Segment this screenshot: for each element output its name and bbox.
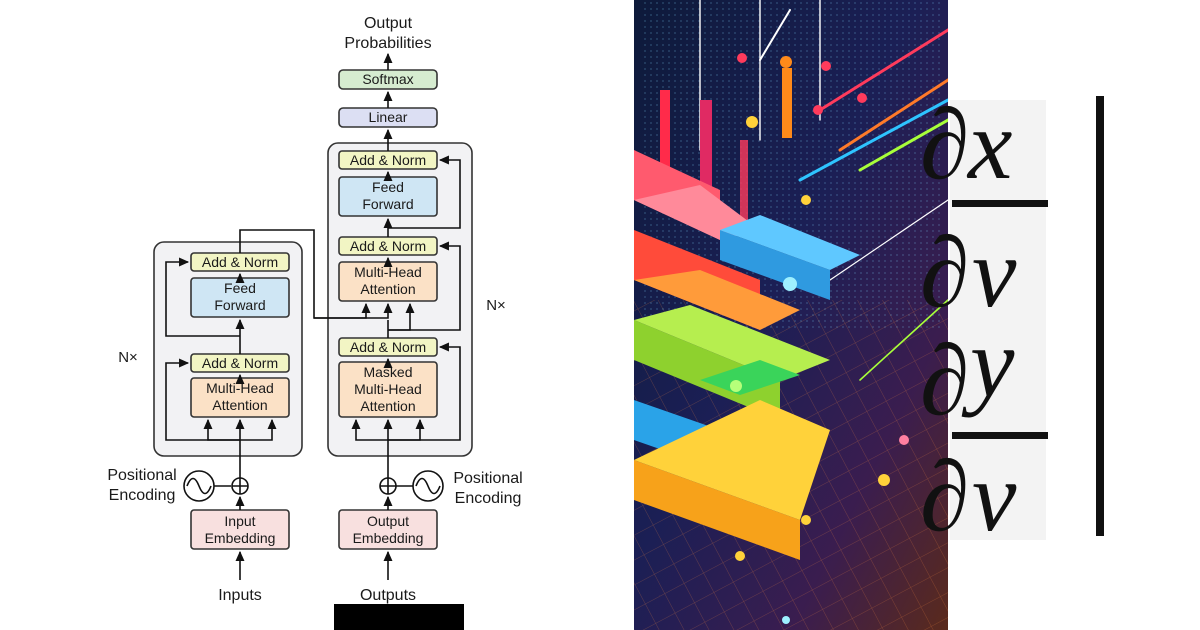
encoder-attention-label-line2: Attention (212, 397, 267, 413)
math-partial-3: ∂ (920, 325, 969, 436)
decoder-cross-attention-label-line2: Attention (360, 281, 415, 297)
decoder-positional-encoding-label-line2: Encoding (455, 490, 522, 507)
softmax-label: Softmax (362, 71, 413, 87)
output-probabilities-label-line1: Output (364, 15, 413, 32)
encoder-feed-forward-label-line2: Forward (214, 297, 265, 313)
math-fraction-bar-1 (952, 200, 1048, 207)
encoder-block (153, 241, 303, 457)
math-v-2: v (972, 441, 1017, 552)
redaction-bar (334, 604, 464, 630)
decoder-cross-attention-label-line1: Multi-Head (354, 264, 422, 280)
diagram-arrows (165, 52, 461, 580)
math-partial-2: ∂ (920, 217, 969, 328)
encoder-add-norm-bottom-label: Add & Norm (202, 355, 278, 371)
input-embedding-label-line1: Input (224, 513, 255, 529)
input-embedding-label-line2: Embedding (205, 530, 276, 546)
encoder-repeat-label: N× (118, 349, 138, 366)
math-fragment: ∂ x ∂ v ∂ y ∂ v (920, 0, 1200, 630)
encoder-positional-encoding-icon (183, 470, 215, 502)
decoder-add-norm-mid-label: Add & Norm (350, 238, 426, 254)
decoder-add-icon (379, 477, 397, 495)
outputs-label: Outputs (360, 587, 416, 604)
math-y: y (961, 307, 1015, 418)
math-partial-4: ∂ (920, 441, 969, 552)
output-embedding-label-line1: Output (367, 513, 409, 529)
math-fraction-bar-2 (952, 432, 1048, 439)
linear-label: Linear (369, 109, 408, 125)
math-x: x (966, 89, 1012, 200)
encoder-positional-encoding-label-line2: Encoding (109, 487, 176, 504)
decoder-add-norm-bottom-label: Add & Norm (350, 339, 426, 355)
encoder-add-icon (231, 477, 249, 495)
encoder-attention-label-line1: Multi-Head (206, 380, 274, 396)
encoder-add-norm-top-label: Add & Norm (202, 254, 278, 270)
abstract-artwork (634, 0, 948, 630)
transformer-diagram: Output Probabilities Softmax Linear Add … (107, 15, 523, 630)
math-partial-1: ∂ (920, 89, 969, 200)
decoder-feed-forward-label-line2: Forward (362, 196, 413, 212)
decoder-add-norm-top-label: Add & Norm (350, 152, 426, 168)
output-probabilities-label-line2: Probabilities (344, 35, 431, 52)
decoder-positional-encoding-label-line1: Positional (453, 470, 522, 487)
decoder-masked-attention-label-line3: Attention (360, 398, 415, 414)
math-determinant-bar (1096, 96, 1104, 536)
math-v-1: v (972, 217, 1017, 328)
decoder-feed-forward-label-line1: Feed (372, 179, 404, 195)
inputs-label: Inputs (218, 587, 262, 604)
decoder-masked-attention-label-line2: Multi-Head (354, 381, 422, 397)
decoder-repeat-label: N× (486, 297, 506, 314)
encoder-feed-forward-label-line1: Feed (224, 280, 256, 296)
encoder-positional-encoding-label-line1: Positional (107, 467, 176, 484)
decoder-positional-encoding-icon (412, 470, 444, 502)
decoder-masked-attention-label-line1: Masked (363, 364, 412, 380)
output-embedding-label-line2: Embedding (353, 530, 424, 546)
